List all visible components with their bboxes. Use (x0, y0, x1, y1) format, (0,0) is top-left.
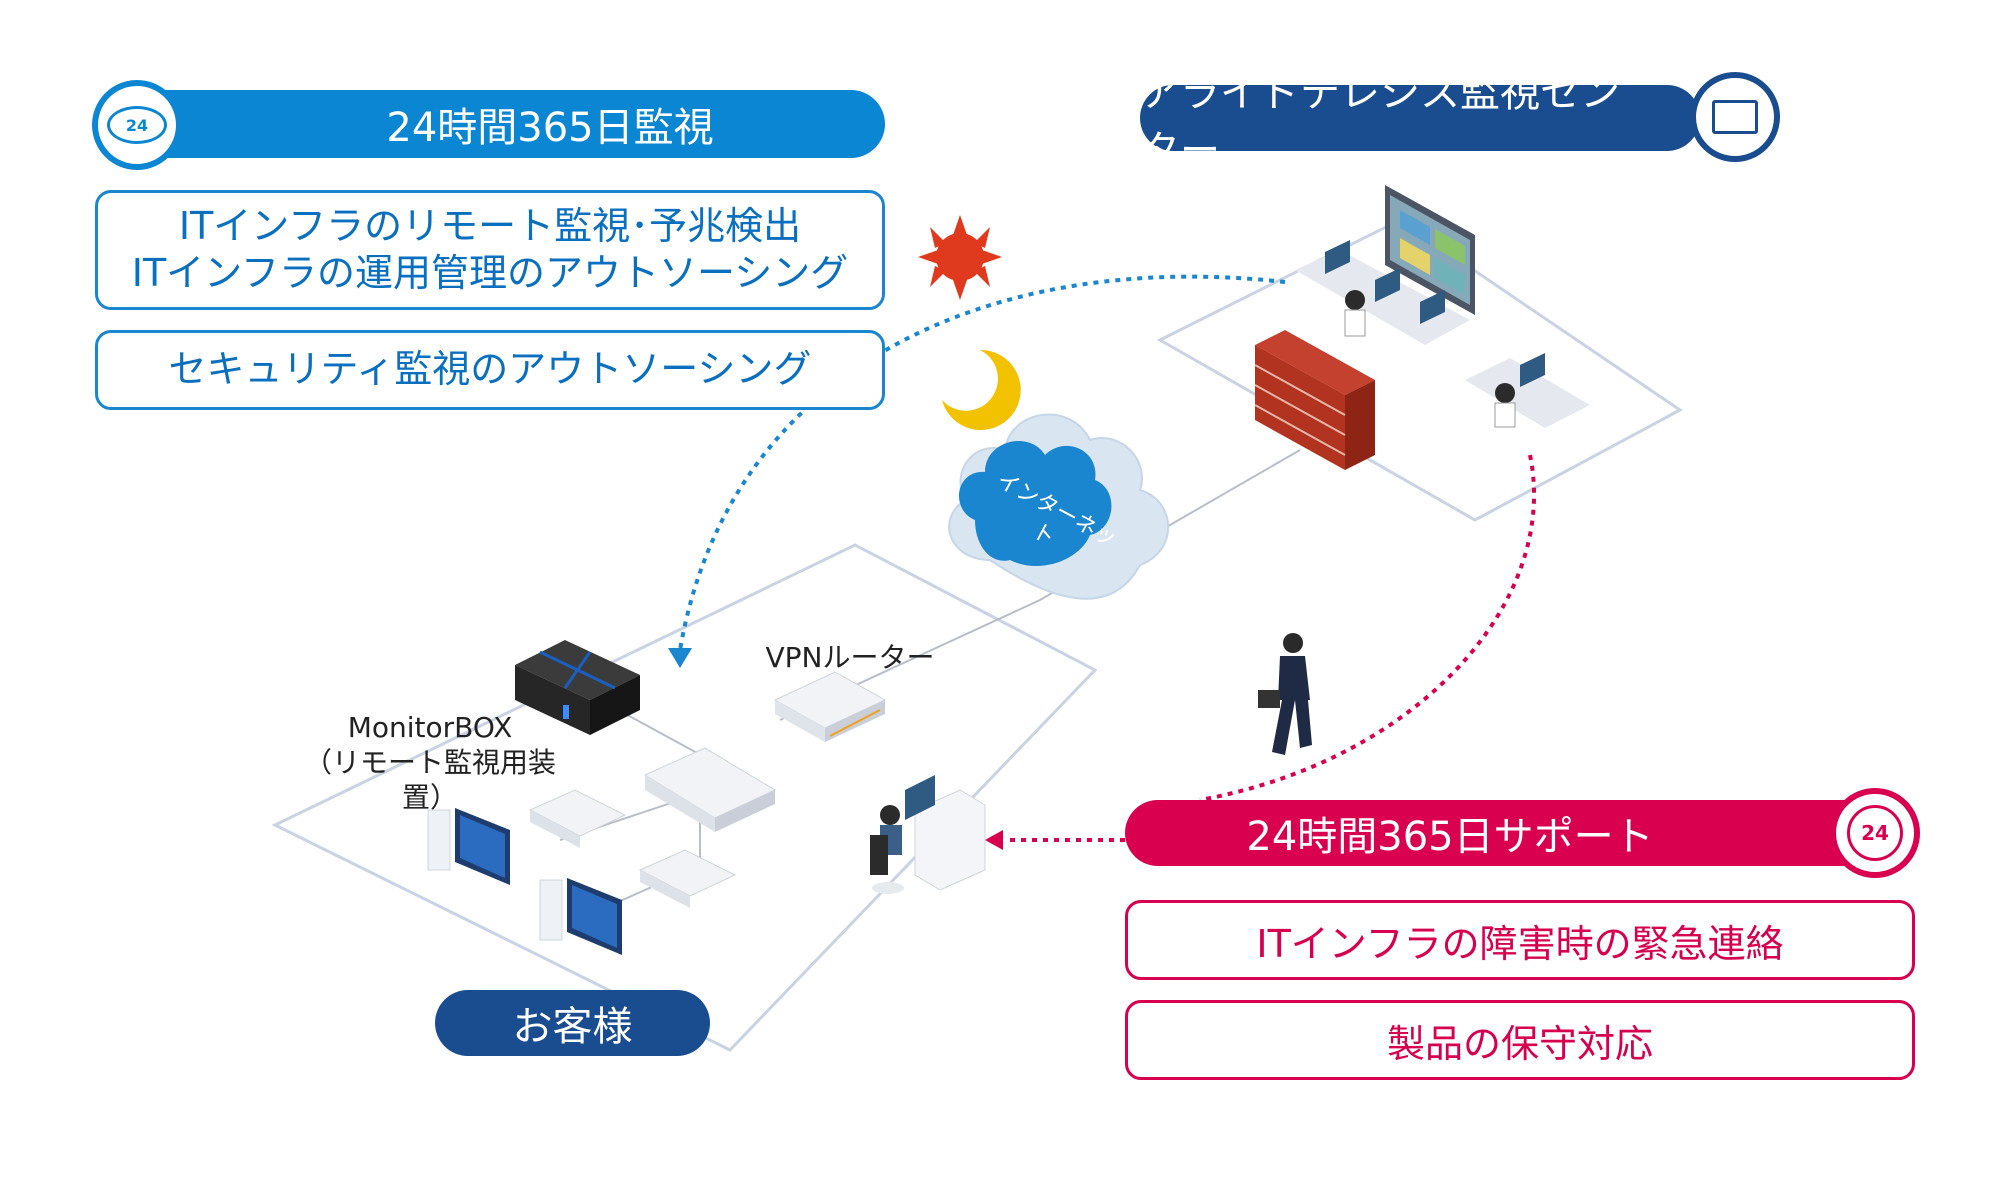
monitorbox-label: MonitorBOX （リモート監視用装置） (290, 710, 570, 815)
video-wall (1385, 185, 1475, 315)
field-engineer (1258, 633, 1312, 755)
monitor-arrow (678, 274, 1286, 651)
vpn-router-device (773, 671, 887, 742)
operator-monitor-icon (1690, 72, 1780, 162)
internet-cloud (948, 413, 1170, 600)
clock-24-icon: 24 (1830, 788, 1920, 878)
customer-label: お客様 (435, 990, 710, 1056)
monitoring-header-label: 24時間365日監視 (386, 105, 714, 151)
support-header: 24時間365日サポート (1125, 800, 1895, 866)
network-hubs (528, 789, 737, 908)
monitoring-item-2-line-1: セキュリティ監視のアウトソーシング (168, 347, 812, 392)
vpn-router-label: VPNルーター (765, 641, 935, 674)
support-arrowhead (985, 830, 1003, 850)
sun-icon (918, 215, 1002, 300)
network-switch (643, 747, 777, 832)
operator-desks (1295, 240, 1590, 428)
moon-icon (942, 349, 1021, 430)
support-item-1: ITインフラの障害時の緊急連絡 (1125, 900, 1915, 980)
support-curve (1199, 454, 1536, 802)
eye-24-badge: 24 (107, 106, 167, 144)
support-header-label: 24時間365日サポート (1246, 814, 1654, 860)
monitorbox-desc: （リモート監視用装置） (303, 746, 556, 814)
client-pcs (427, 808, 622, 955)
monitorbox-name: MonitorBOX (347, 711, 513, 744)
monitor-arrowhead (668, 648, 692, 668)
monitoring-item-2: セキュリティ監視のアウトソーシング (95, 330, 885, 410)
eye-24-icon: 24 (92, 80, 182, 170)
support-item-2: 製品の保守対応 (1125, 1000, 1915, 1080)
monitorbox-device (515, 640, 640, 735)
center-label-text: アライドテレシス監視センター (1140, 70, 1620, 174)
support-item-2-text: 製品の保守対応 (1386, 1021, 1653, 1066)
center-label: アライドテレシス監視センター (1140, 70, 1700, 174)
monitor-icon-shape (1712, 100, 1758, 134)
monitoring-header: 24時間365日監視 (95, 90, 885, 158)
support-item-1-text: ITインフラの障害時の緊急連絡 (1256, 921, 1784, 966)
monitoring-item-1-line-2: ITインフラの運用管理のアウトソーシング (131, 251, 849, 295)
clock-24-badge: 24 (1847, 805, 1903, 861)
customer-label-text: お客様 (512, 1004, 633, 1050)
monitoring-item-1-line-1: ITインフラのリモート監視･予兆検出 (178, 203, 802, 248)
customer-operator (870, 775, 986, 894)
firewall (1254, 330, 1375, 470)
monitoring-item-1: ITインフラのリモート監視･予兆検出 ITインフラの運用管理のアウトソーシング (95, 190, 885, 310)
